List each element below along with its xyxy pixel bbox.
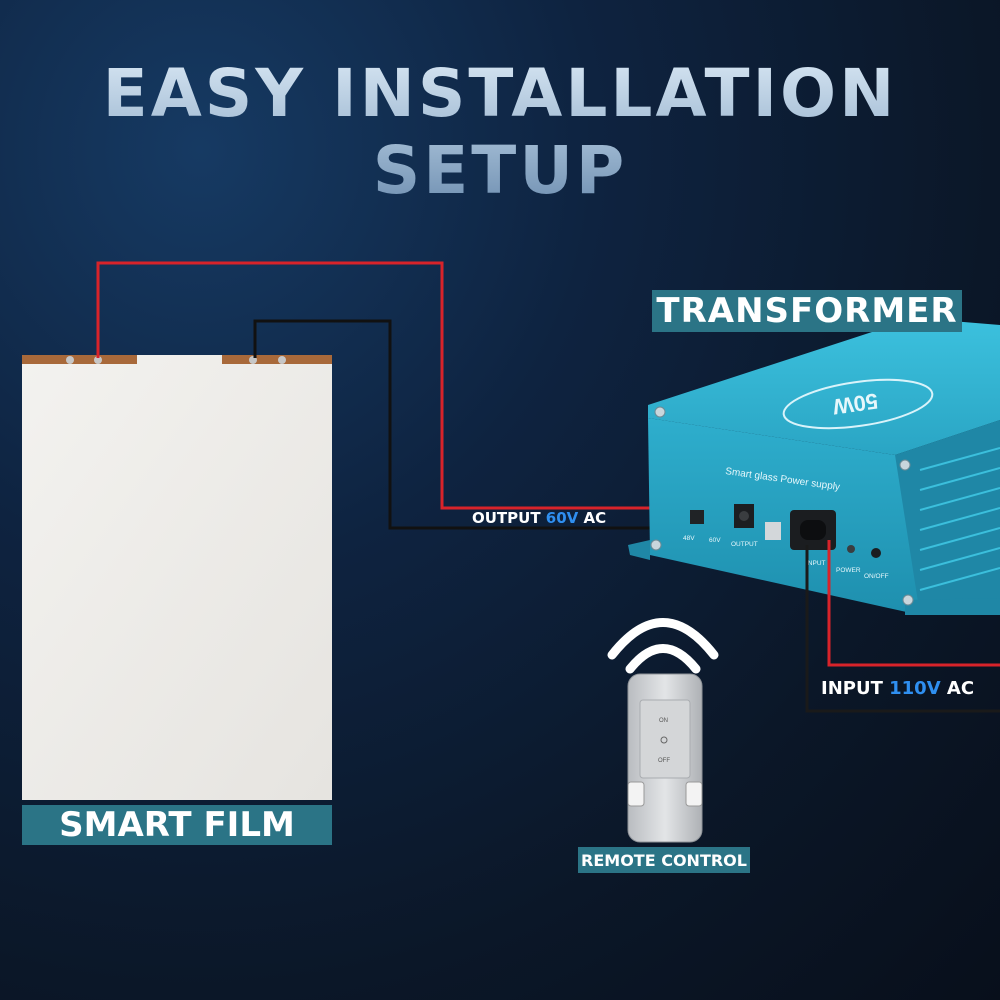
input-voltage-value: 110V bbox=[889, 678, 941, 699]
red-output-wire bbox=[96, 261, 740, 510]
remote-on-label: ON bbox=[659, 718, 668, 724]
remote-off-label: OFF bbox=[658, 758, 670, 764]
port-power-label: POWER bbox=[836, 567, 861, 574]
output-prefix: OUTPUT bbox=[472, 509, 546, 527]
page-title: EASY INSTALLATION SETUP bbox=[0, 55, 1000, 209]
smart-film-panel bbox=[22, 355, 332, 800]
smart-film-label: SMART FILM bbox=[22, 805, 332, 845]
input-suffix: AC bbox=[940, 678, 975, 699]
port-48v-label: 48V bbox=[683, 535, 695, 542]
port-output-label: OUTPUT bbox=[731, 541, 758, 548]
input-prefix: INPUT bbox=[821, 678, 890, 699]
output-suffix: AC bbox=[578, 509, 607, 527]
port-onoff-label: ON/OFF bbox=[864, 573, 889, 580]
output-voltage-label: OUTPUT 60V AC bbox=[472, 509, 606, 527]
wireless-signal-icon bbox=[607, 618, 719, 674]
black-input-wire bbox=[805, 545, 1000, 713]
black-output-wire bbox=[253, 319, 735, 530]
output-voltage-value: 60V bbox=[545, 509, 579, 527]
transformer-device bbox=[628, 318, 1000, 615]
remote-control-label: REMOTE CONTROL bbox=[578, 847, 750, 873]
red-input-wire bbox=[827, 540, 1000, 667]
remote-control-device bbox=[627, 673, 703, 843]
port-60v-label: 60V bbox=[709, 537, 721, 544]
transformer-label: TRANSFORMER bbox=[652, 290, 962, 332]
port-input-label: INPUT bbox=[806, 560, 826, 567]
input-voltage-label: INPUT 110V AC bbox=[821, 678, 974, 699]
